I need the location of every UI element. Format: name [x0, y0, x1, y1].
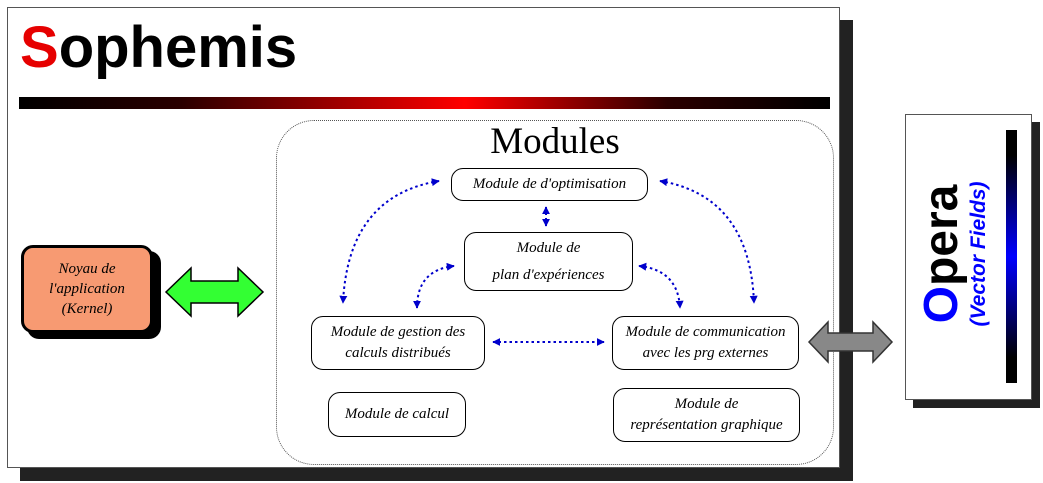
kernel-label-line: (Kernel) — [61, 301, 113, 317]
arrow-optimisation-communication — [659, 178, 758, 304]
module-label-line: calculs distribués — [345, 345, 451, 361]
opera-accent-bar — [1006, 130, 1017, 383]
module-communication: Module de communication avec les prg ext… — [612, 316, 799, 370]
module-calcul: Module de calcul — [328, 392, 466, 437]
arrow-plan-gestion — [413, 262, 455, 309]
module-label-line: Module de calcul — [344, 406, 450, 422]
title-underline-bar — [19, 97, 830, 109]
sophemis-title-initial: S — [20, 15, 59, 80]
modules-container — [276, 120, 834, 465]
kernel-label-line: l'application — [49, 281, 125, 297]
module-label-line: avec les prg externes — [642, 345, 769, 361]
kernel-box: Noyau de l'application (Kernel) — [21, 245, 153, 333]
module-gestion-calculs: Module de gestion des calculs distribués — [311, 316, 485, 370]
communication-opera-arrow — [807, 320, 894, 364]
module-label-line: Module de communication — [625, 324, 786, 340]
module-label-line: représentation graphique — [630, 417, 783, 433]
module-label-line: Module de d'optimisation — [472, 176, 627, 192]
module-label-line: plan d'expériences — [492, 266, 605, 283]
module-representation-graphique: Module de représentation graphique — [613, 388, 800, 442]
module-plan-experiences: Module de plan d'expériences — [464, 232, 633, 291]
modules-heading: Modules — [490, 121, 620, 162]
module-label-line: Module de — [516, 239, 581, 256]
kernel-label-line: Noyau de — [58, 261, 116, 277]
module-optimisation: Module de d'optimisation — [451, 168, 648, 201]
arrow-plan-communication — [638, 262, 684, 309]
sophemis-title: Sophemis — [20, 12, 297, 84]
kernel-modules-arrow — [164, 266, 265, 318]
arrow-optimisation-gestion — [339, 178, 440, 304]
sophemis-title-rest: ophemis — [58, 15, 298, 80]
module-label-line: Module de gestion des — [330, 324, 466, 340]
module-label-line: Module de — [674, 396, 739, 412]
